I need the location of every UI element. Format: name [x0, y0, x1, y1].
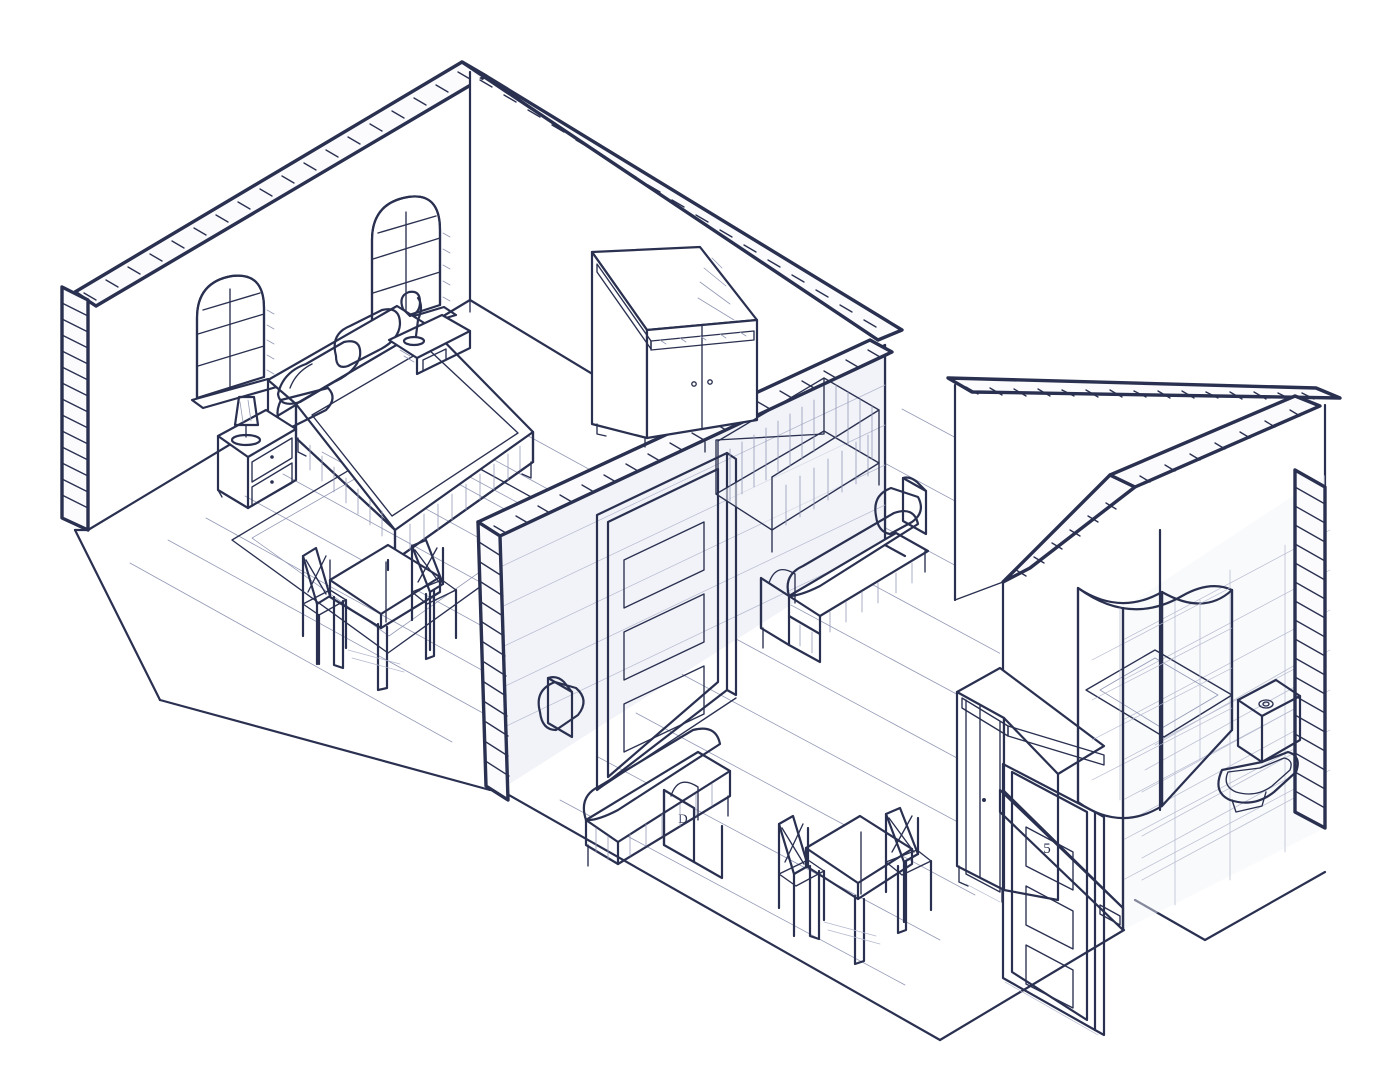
wall-back-left: [60, 60, 488, 532]
wall-end-hatch-left: [61, 302, 89, 509]
entrance-door-number: 5: [1043, 841, 1051, 857]
bed-pillows: [276, 308, 402, 405]
double-bed[interactable]: [266, 304, 535, 577]
wardrobe-2[interactable]: [955, 666, 1106, 903]
wall-top-hatch-left: [83, 71, 471, 301]
chair-left-2[interactable]: [777, 814, 826, 938]
chair-right[interactable]: [410, 538, 458, 652]
chair-left[interactable]: [301, 546, 348, 666]
shower-enclosure[interactable]: [1076, 528, 1234, 820]
chair-right-2[interactable]: [884, 806, 933, 924]
toilet[interactable]: [1217, 678, 1302, 813]
table-lamp[interactable]: [230, 395, 262, 447]
reading-lamp[interactable]: [400, 290, 426, 347]
wall-top-hatch-right: [479, 79, 877, 328]
interior-door[interactable]: [595, 451, 738, 792]
window-right: [365, 195, 458, 340]
cot[interactable]: [715, 377, 880, 553]
bed-footboard-mark: D: [678, 811, 687, 826]
window-left: [190, 274, 282, 410]
floor-outline-bathroom: [1133, 870, 1327, 942]
left-nightstand[interactable]: [216, 408, 298, 510]
right-nightstand[interactable]: [387, 313, 472, 376]
wardrobe[interactable]: [590, 245, 759, 448]
single-bed-near[interactable]: D: [537, 676, 732, 880]
baseboards: [469, 299, 1125, 910]
single-bed-far[interactable]: [759, 476, 930, 664]
partition-top-hatch: [493, 349, 881, 534]
floor-bathroom: [1120, 540, 1320, 900]
